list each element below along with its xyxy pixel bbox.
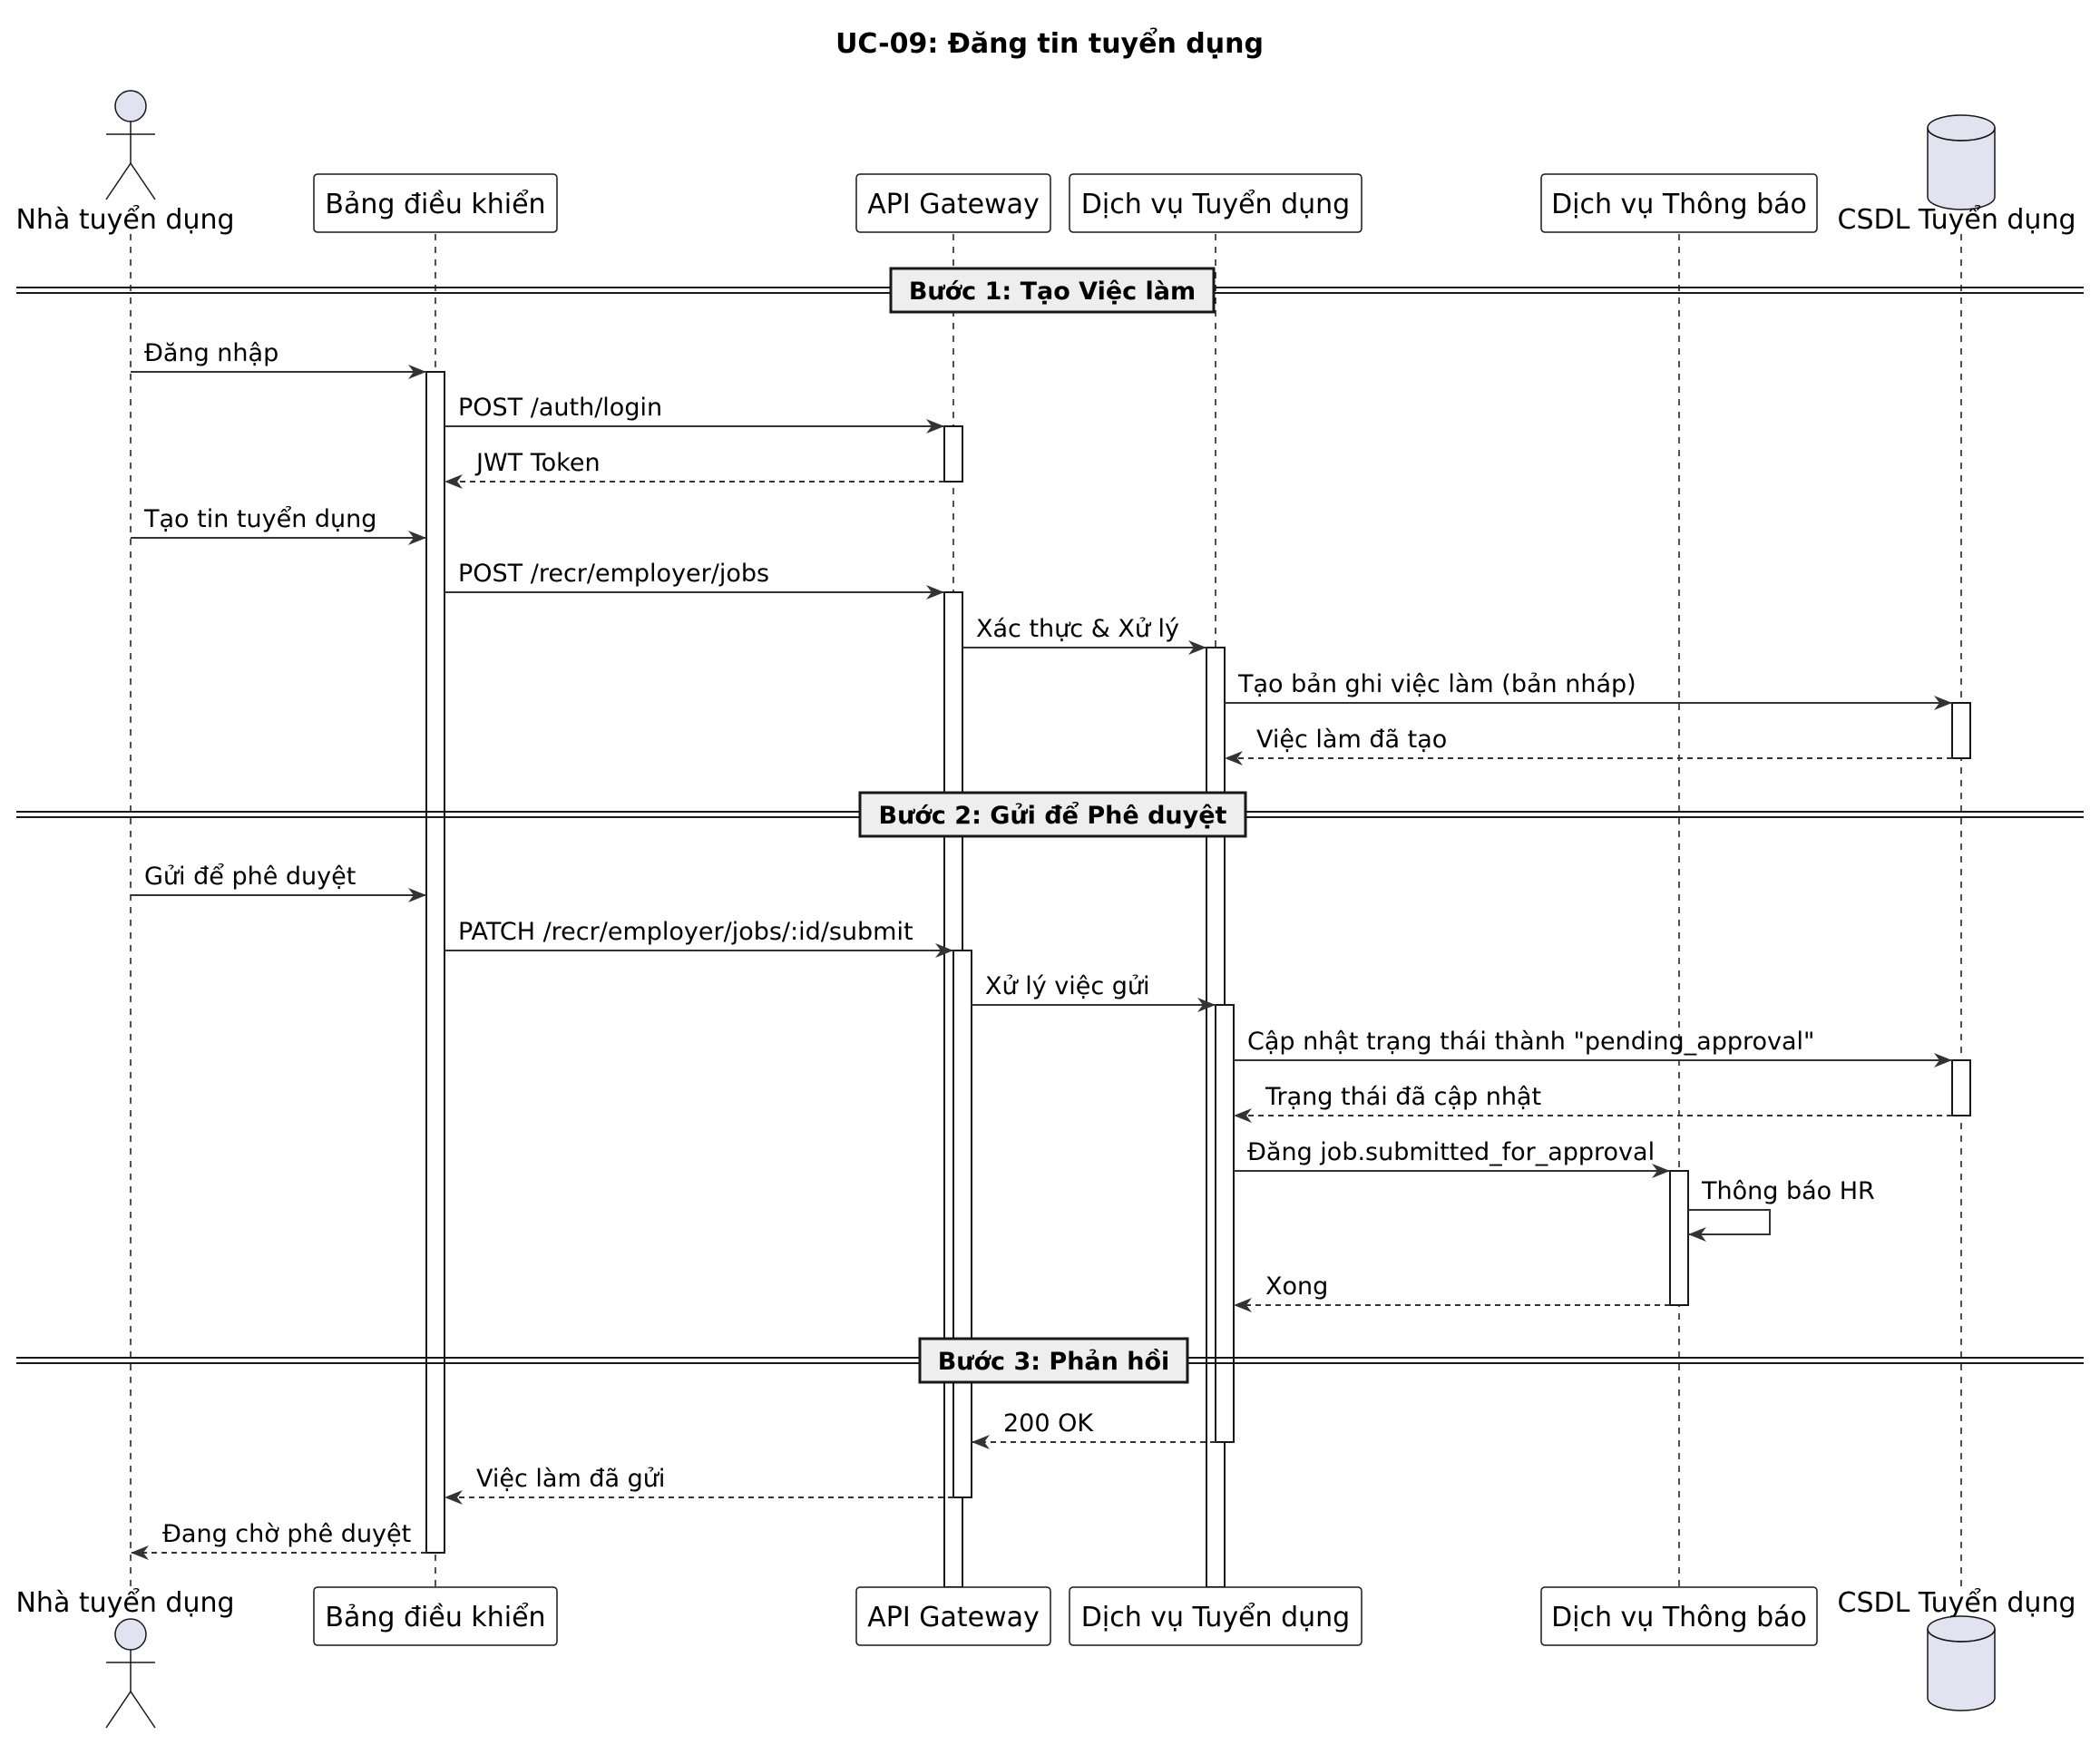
participant-label: Nhà tuyển dụng — [15, 1586, 234, 1619]
participant-label: Dịch vụ Tuyển dụng — [1081, 1601, 1350, 1633]
message-label: Tạo bản ghi việc làm (bản nháp) — [1237, 670, 1636, 698]
message-arrow: Việc làm đã tạo — [1225, 726, 1952, 765]
section-divider: Bước 1: Tạo Việc làm — [16, 267, 2084, 314]
message-label: Đăng nhập — [144, 339, 278, 367]
message-label: JWT Token — [474, 449, 601, 477]
message-label: POST /recr/employer/jobs — [458, 560, 769, 588]
participant-gateway-bottom: API Gateway — [855, 1586, 1051, 1646]
participant-recruiter-bottom: Nhà tuyển dụng — [15, 1586, 235, 1729]
participant-gateway-top: API Gateway — [855, 173, 1051, 233]
participant-notify_svc-bottom: Dịch vụ Thông báo — [1540, 1586, 1818, 1646]
section-divider-label: Bước 3: Phản hồi — [938, 1348, 1170, 1376]
participant-label: Nhà tuyển dụng — [15, 203, 234, 236]
message-arrow: Đăng nhập — [131, 339, 426, 379]
message-label: Xử lý việc gửi — [985, 972, 1150, 1000]
participant-recruit_svc-bottom: Dịch vụ Tuyển dụng — [1069, 1586, 1363, 1646]
participant-label: API Gateway — [867, 1602, 1040, 1633]
participant-label: Dịch vụ Thông báo — [1551, 189, 1807, 220]
section-divider: Bước 3: Phản hồi — [16, 1337, 2084, 1384]
participant-label: CSDL Tuyển dụng — [1838, 203, 2076, 236]
participant-label: Bảng điều khiển — [325, 1601, 545, 1633]
message-arrow: Tạo tin tuyển dụng — [131, 505, 426, 545]
message-label: Gửi để phê duyệt — [144, 863, 356, 891]
activation-bar-notify_svc — [1669, 1170, 1689, 1306]
activation-bar-dashboard — [425, 371, 445, 1554]
message-label: Đăng job.submitted_for_approval — [1247, 1138, 1655, 1166]
message-label: Tạo tin tuyển dụng — [143, 505, 376, 533]
message-arrow: POST /auth/login — [444, 394, 944, 434]
self-message-line — [1688, 1209, 1771, 1242]
message-label: POST /auth/login — [458, 394, 662, 422]
activation-bar-gateway — [952, 950, 972, 1498]
participant-label: Bảng điều khiển — [325, 188, 545, 220]
message-arrow: Thông báo HR — [1688, 1177, 1875, 1242]
message-label: Cập nhật trạng thái thành "pending_appro… — [1247, 1028, 1814, 1056]
message-label: Việc làm đã gửi — [476, 1465, 665, 1493]
message-arrow: Xử lý việc gửi — [972, 972, 1216, 1012]
participant-recruit_svc-top: Dịch vụ Tuyển dụng — [1069, 173, 1363, 233]
message-arrow: Gửi để phê duyệt — [131, 863, 426, 902]
participant-db-top: CSDL Tuyển dụng — [1838, 114, 2076, 236]
section-divider-label: Bước 2: Gửi để Phê duyệt — [879, 800, 1227, 830]
message-label: Xác thực & Xử lý — [976, 615, 1179, 643]
participant-db-bottom: CSDL Tuyển dụng — [1838, 1586, 2076, 1711]
activation-bar-gateway — [943, 425, 963, 483]
activation-bar-db — [1951, 1059, 1971, 1116]
message-arrow: 200 OK — [972, 1409, 1216, 1449]
message-arrow: POST /recr/employer/jobs — [444, 560, 944, 600]
activation-bar-db — [1951, 702, 1971, 759]
diagram-title: UC-09: Đăng tin tuyển dụng — [835, 27, 1264, 60]
message-arrow: Xong — [1234, 1272, 1670, 1312]
message-arrow: Cập nhật trạng thái thành "pending_appro… — [1234, 1028, 1952, 1067]
participant-label: Dịch vụ Thông báo — [1551, 1602, 1807, 1633]
message-label: Trạng thái đã cập nhật — [1265, 1083, 1541, 1111]
participant-dashboard-top: Bảng điều khiển — [313, 173, 558, 233]
message-arrow: Đăng job.submitted_for_approval — [1234, 1138, 1670, 1178]
message-arrow: JWT Token — [444, 449, 944, 489]
participant-label: CSDL Tuyển dụng — [1838, 1586, 2076, 1619]
section-divider: Bước 2: Gửi để Phê duyệt — [16, 791, 2084, 838]
message-arrow: PATCH /recr/employer/jobs/:id/submit — [444, 918, 953, 958]
message-label: Đang chờ phê duyệt — [162, 1520, 411, 1548]
message-label: 200 OK — [1003, 1409, 1094, 1438]
section-divider-label: Bước 1: Tạo Việc làm — [909, 278, 1196, 306]
participant-recruiter-top: Nhà tuyển dụng — [15, 90, 235, 236]
participant-notify_svc-top: Dịch vụ Thông báo — [1540, 173, 1818, 233]
message-arrow: Trạng thái đã cập nhật — [1234, 1083, 1952, 1123]
message-label: Thông báo HR — [1701, 1177, 1875, 1205]
message-arrow: Tạo bản ghi việc làm (bản nháp) — [1225, 670, 1952, 710]
message-label: Việc làm đã tạo — [1256, 726, 1447, 754]
participant-label: Dịch vụ Tuyển dụng — [1081, 188, 1350, 220]
message-label: Xong — [1265, 1272, 1328, 1301]
message-arrow: Đang chờ phê duyệt — [131, 1520, 426, 1560]
message-label: PATCH /recr/employer/jobs/:id/submit — [458, 918, 913, 946]
participant-dashboard-bottom: Bảng điều khiển — [313, 1586, 558, 1646]
message-arrow: Xác thực & Xử lý — [962, 615, 1206, 655]
participant-label: API Gateway — [867, 189, 1040, 220]
message-arrow: Việc làm đã gửi — [444, 1465, 953, 1505]
activation-bar-recruit_svc — [1215, 1004, 1235, 1443]
